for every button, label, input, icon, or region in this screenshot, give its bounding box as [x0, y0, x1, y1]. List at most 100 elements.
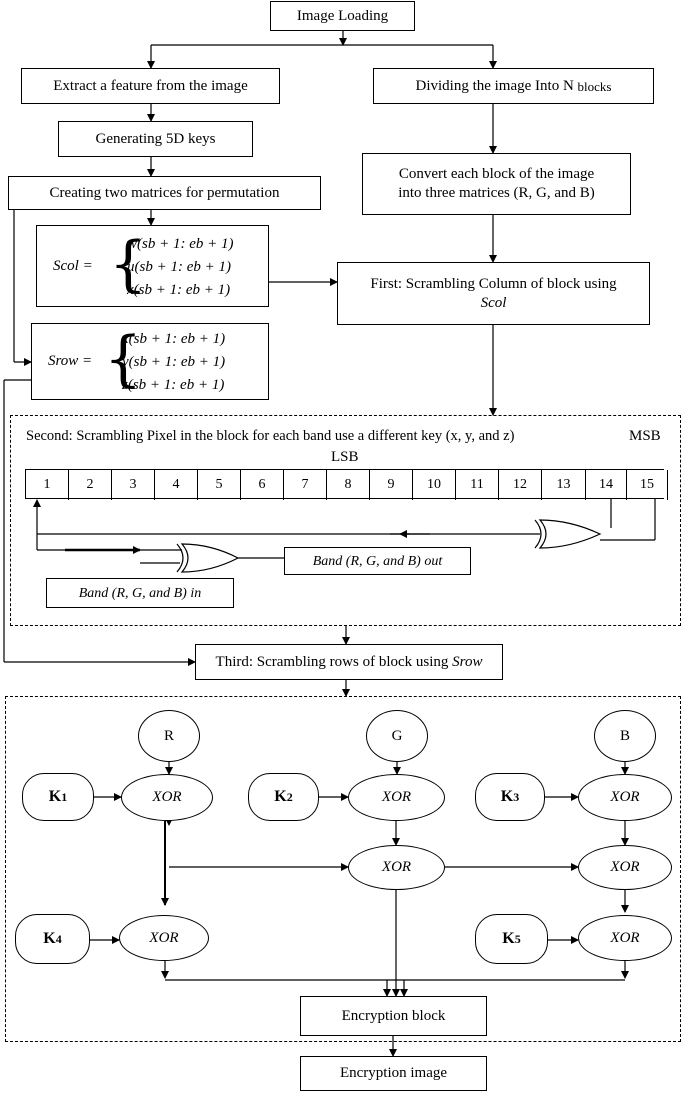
- k4-sub: 4: [55, 931, 62, 946]
- srow-label: Srow =: [48, 353, 93, 369]
- third-var: Srow: [452, 653, 483, 670]
- band-in-label: Band (R, G, and B) in: [78, 585, 202, 601]
- bit-cell: 8: [327, 470, 370, 500]
- third-label: Third: Scrambling rows of block using: [215, 653, 449, 670]
- bit-cell: 10: [413, 470, 456, 500]
- bit-cell: 3: [112, 470, 155, 500]
- second-title: Second: Scrambling Pixel in the block fo…: [26, 428, 515, 444]
- third-scrambling-box: Third: Scrambling rows of block using Sr…: [195, 644, 503, 680]
- scol-row-2: u(sb + 1: eb + 1): [127, 259, 231, 275]
- xor-r1-label: XOR: [152, 789, 182, 805]
- b-label: B: [619, 727, 630, 744]
- generating-keys-box: Generating 5D keys: [58, 121, 253, 157]
- encryption-block-label: Encryption block: [341, 1007, 446, 1024]
- scol-formula-box: Scol = { w(sb + 1: eb + 1) u(sb + 1: eb …: [36, 225, 269, 307]
- image-loading-box: Image Loading: [270, 1, 415, 31]
- r-label: R: [163, 727, 174, 744]
- image-loading-label: Image Loading: [296, 7, 389, 24]
- srow-row-1: x(sb + 1: eb + 1): [122, 331, 226, 347]
- scol-row-3: x(sb + 1: eb + 1): [127, 282, 231, 298]
- bit-cell: 14: [586, 470, 627, 500]
- creating-matrices-label: Creating two matrices for permutation: [49, 184, 280, 201]
- xor-gate-band: [180, 543, 240, 573]
- xor-b3: XOR: [578, 915, 672, 961]
- band-out-label: Band (R, G, and B) out: [312, 553, 443, 569]
- first-scrambling-box: First: Scrambling Column of block using …: [337, 262, 650, 325]
- convert-box: Convert each block of the image into thr…: [362, 153, 631, 215]
- xor-b2-label: XOR: [610, 859, 640, 875]
- xor-g2: XOR: [348, 845, 445, 890]
- convert-line2: into three matrices (R, G, and B): [398, 185, 595, 201]
- bit-cell: 11: [456, 470, 499, 500]
- bit-cell: 7: [284, 470, 327, 500]
- srow-formula-box: Srow = { x(sb + 1: eb + 1) y(sb + 1: eb …: [31, 323, 269, 400]
- convert-line1: Convert each block of the image: [398, 166, 595, 182]
- dividing-label: Dividing the image Into N: [415, 77, 574, 94]
- scol-brace: {: [109, 229, 148, 299]
- bit-cell: 9: [370, 470, 413, 500]
- g-label: G: [391, 727, 403, 744]
- lsb-label: LSB: [331, 449, 359, 465]
- xor-b3-label: XOR: [610, 929, 640, 946]
- srow-brace: {: [104, 324, 143, 394]
- k2-sub: 2: [286, 789, 293, 804]
- xor-b1: XOR: [578, 774, 672, 821]
- bit-cell: 13: [542, 470, 586, 500]
- xor-b1-label: XOR: [610, 789, 640, 805]
- band-out-box: Band (R, G, and B) out: [284, 547, 471, 575]
- k4-label: K: [43, 930, 56, 947]
- encryption-image-label: Encryption image: [339, 1065, 448, 1081]
- k1-label: K: [48, 788, 62, 805]
- xor-g2-label: XOR: [381, 859, 412, 875]
- k5-label: K: [502, 930, 515, 947]
- bit-cell: 4: [155, 470, 198, 500]
- k5-sub: 5: [514, 931, 521, 946]
- srow-row-2: y(sb + 1: eb + 1): [122, 354, 226, 370]
- xor-g1: XOR: [348, 774, 445, 821]
- bit-cell: 2: [69, 470, 112, 500]
- band-in-box: Band (R, G, and B) in: [46, 578, 234, 608]
- xor-r2-label: XOR: [149, 929, 179, 946]
- xor-r2: XOR: [119, 915, 209, 961]
- k2-label: K: [274, 788, 287, 805]
- scol-row-1: w(sb + 1: eb + 1): [127, 236, 234, 252]
- first-line2: Scol: [480, 294, 507, 311]
- r-node: R: [138, 710, 200, 762]
- dividing-suffix: blocks: [577, 78, 612, 94]
- extract-feature-label: Extract a feature from the image: [53, 77, 248, 94]
- encryption-image-box: Encryption image: [300, 1056, 487, 1091]
- encryption-block-box: Encryption block: [300, 996, 487, 1036]
- k3-sub: 3: [513, 789, 520, 804]
- xor-section-frame: [5, 696, 681, 1042]
- extract-feature-box: Extract a feature from the image: [21, 68, 280, 104]
- bit-cell: 12: [499, 470, 542, 500]
- generating-keys-label: Generating 5D keys: [95, 130, 216, 147]
- dividing-box: Dividing the image Into N blocks: [373, 68, 654, 104]
- msb-label: MSB: [629, 428, 661, 444]
- g-node: G: [366, 710, 428, 762]
- second-section-frame: [10, 415, 681, 626]
- scol-label: Scol =: [53, 258, 93, 274]
- xor-r1: XOR: [121, 774, 213, 821]
- bit-cell: 5: [198, 470, 241, 500]
- xor-gate-feedback: [538, 519, 602, 549]
- k3-label: K: [500, 788, 514, 805]
- xor-b2: XOR: [578, 845, 672, 890]
- k1-sub: 1: [61, 789, 68, 804]
- b-node: B: [594, 710, 656, 762]
- bit-cell: 1: [26, 470, 69, 500]
- xor-g1-label: XOR: [381, 789, 412, 805]
- bit-cell: 15: [627, 470, 668, 500]
- first-line1: First: Scrambling Column of block using: [370, 275, 617, 292]
- srow-row-3: z(sb + 1: eb + 1): [122, 377, 225, 393]
- creating-matrices-box: Creating two matrices for permutation: [8, 176, 321, 210]
- bit-cell: 6: [241, 470, 284, 500]
